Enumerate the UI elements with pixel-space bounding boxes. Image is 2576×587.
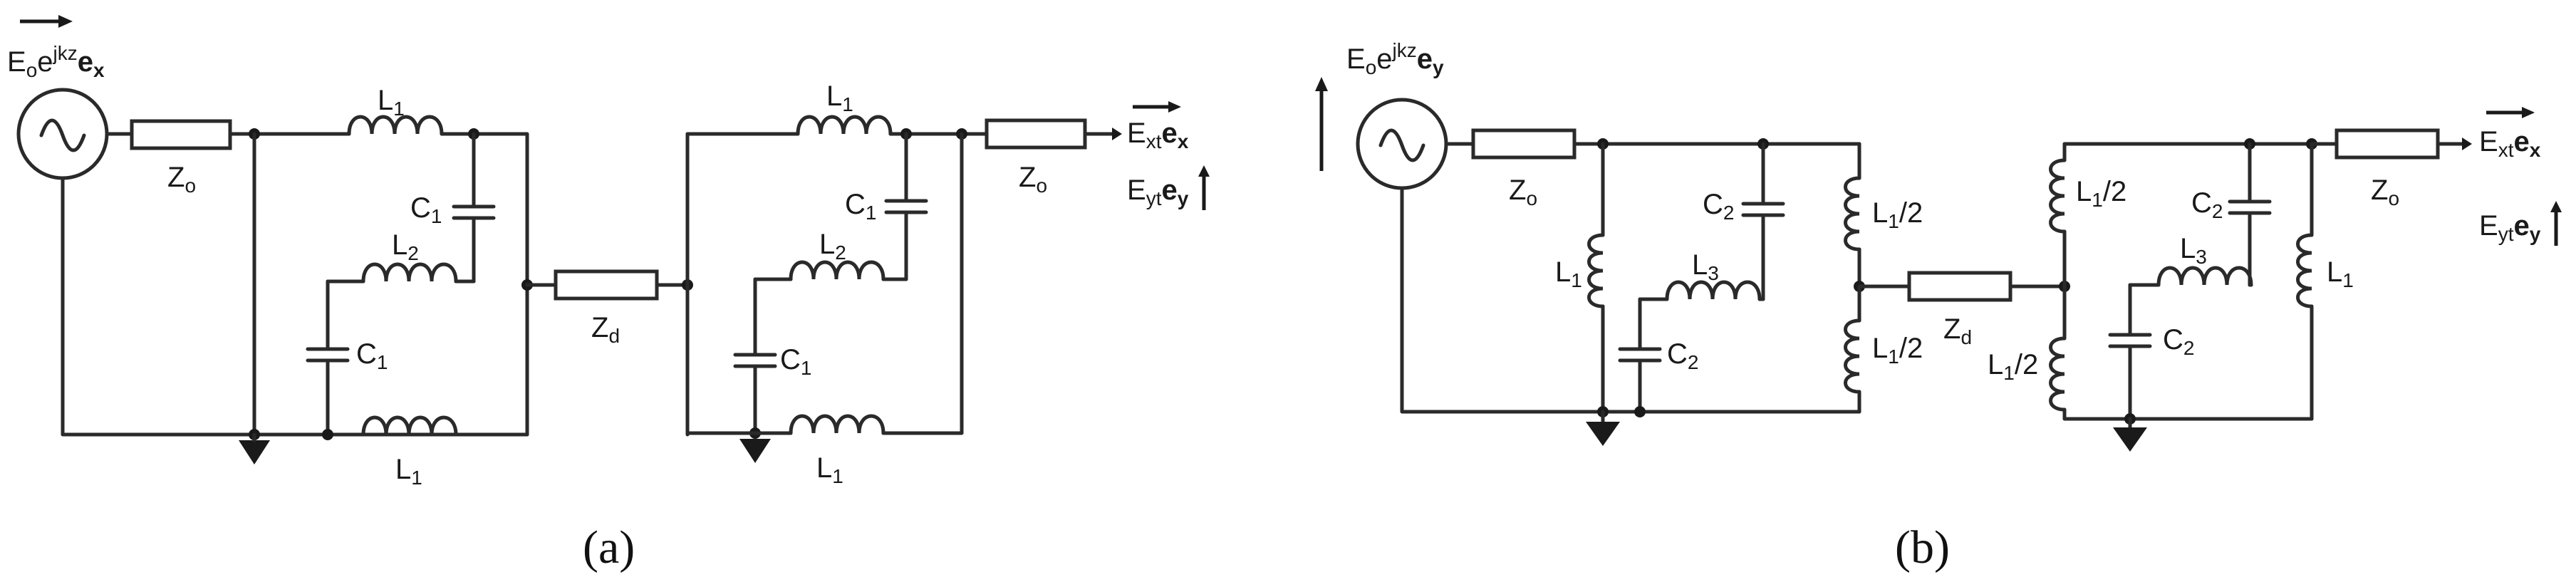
zo-load-resistor-a	[985, 118, 1087, 150]
output-x-label-a: Extex	[1127, 118, 1189, 152]
zo-source-label-a: Zo	[167, 162, 196, 197]
l1-top-right-label-a: L1	[826, 80, 853, 115]
zd-label-a: Zd	[591, 312, 620, 347]
l1-top-label-a: L1	[378, 85, 405, 120]
zo-source-resistor-b	[1471, 128, 1577, 160]
l2-right-label-a: L2	[819, 229, 846, 264]
ground-symbol-a2	[739, 439, 771, 463]
zd-label-b: Zd	[1943, 313, 1972, 348]
zd-resistor-b	[1907, 271, 2012, 302]
inductor-l1-left-b	[1589, 235, 1604, 306]
zd-resistor-a	[554, 269, 659, 301]
panel-a-circuit	[16, 15, 1122, 464]
c2-lower-label-b: C2	[1667, 338, 1698, 373]
caption-b: (b)	[1895, 521, 1950, 573]
inductor-l1-top-right-a	[798, 117, 890, 134]
l3-left-label-b: L3	[1692, 249, 1719, 284]
inductor-l2-a	[363, 264, 456, 281]
l1-half-upper-right-label-b: L1/2	[2076, 176, 2126, 211]
sine-wave-icon-b	[1378, 128, 1425, 162]
sine-wave-icon	[39, 118, 86, 152]
l1-bottom-label-a: L1	[395, 454, 422, 489]
panel-b-circuit	[1315, 77, 2472, 452]
c1-left-label-a: C1	[356, 338, 388, 373]
inductor-l1-half-upper-right-b	[2051, 160, 2065, 232]
caption-a: (a)	[583, 521, 635, 573]
zo-load-resistor-b	[2334, 128, 2440, 160]
l1-right-label-b: L1	[2327, 256, 2354, 291]
source-label-b: Eoejkzey	[1346, 39, 1444, 78]
zo-source-resistor-a	[130, 119, 232, 150]
panel-a-labels: Eoejkzex Zo L1 C1 L2 C1 L1 Zd L1 C1 L2 C…	[7, 42, 1210, 573]
l1-half-upper-left-label-b: L1/2	[1872, 197, 1923, 232]
c2-upper-right-label-b: C2	[2191, 187, 2223, 222]
output-x-label-b: Extex	[2479, 126, 2541, 161]
l1-left-label-b: L1	[1555, 256, 1582, 291]
zo-source-label-b: Zo	[1509, 175, 1537, 209]
c1-right-label-a: C1	[845, 189, 876, 224]
c2-upper-label-b: C2	[1703, 189, 1734, 224]
inductor-l3-left-b	[1667, 282, 1760, 299]
ground-symbol-b1	[1586, 422, 1620, 446]
inductor-l1-half-upper-left-b	[1846, 178, 1860, 249]
zo-load-label-a: Zo	[1019, 162, 1047, 197]
inductor-l3-right-b	[2159, 268, 2251, 285]
inductor-l1-half-lower-right-b	[2051, 338, 2065, 410]
ground-symbol-b2	[2113, 427, 2147, 452]
output-y-label-a: Eytey	[1127, 175, 1189, 209]
l2-label-a: L2	[392, 229, 419, 264]
l1-half-lower-right-label-b: L1/2	[1988, 349, 2038, 384]
source-label-a: Eoejkzex	[7, 42, 105, 81]
c1-label-a: C1	[410, 192, 442, 227]
l1-half-lower-left-label-b: L1/2	[1872, 333, 1923, 368]
l1-bottom-right-label-a: L1	[816, 452, 843, 487]
l3-right-label-b: L3	[2180, 233, 2207, 268]
panel-b-labels: Eoejkzey Zo L1 C2 L3 C2 L1/2 L1/2 Zd L1/…	[1346, 39, 2562, 573]
output-y-label-b: Eytey	[2479, 210, 2541, 245]
inductor-l1-bottom-right-a	[791, 416, 883, 433]
inductor-l1-bottom-a	[363, 417, 456, 435]
inductor-l1-right-b	[2298, 235, 2312, 306]
ground-symbol-a1	[239, 440, 270, 464]
c2-lower-right-label-b: C2	[2163, 324, 2194, 359]
inductor-l1-half-lower-left-b	[1846, 321, 1860, 392]
inductor-l2-right-a	[791, 262, 883, 279]
zo-load-label-b: Zo	[2371, 175, 2399, 209]
c1-left-right-label-a: C1	[780, 344, 811, 379]
